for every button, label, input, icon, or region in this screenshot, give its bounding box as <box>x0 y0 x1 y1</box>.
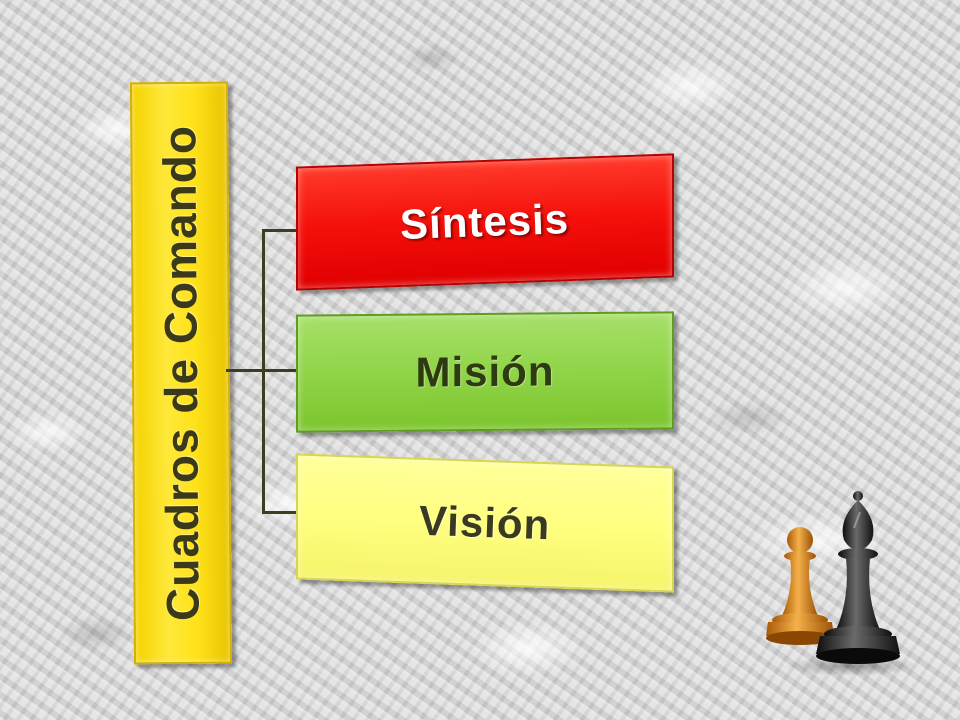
chess-pieces-illustration <box>752 488 922 678</box>
connector-root-stub <box>226 369 264 372</box>
chess-bishop-icon <box>816 491 900 664</box>
connector-to-sintesis <box>262 229 296 232</box>
connector-to-vision <box>262 511 296 514</box>
root-node-cuadros-de-comando: Cuadros de Comando <box>129 81 233 665</box>
branch-label-vision: Visión <box>418 496 552 549</box>
branch-label-sintesis: Síntesis <box>399 195 571 248</box>
branch-node-mision: Misión <box>296 311 674 433</box>
connector-to-mision <box>262 369 296 372</box>
branch-node-vision: Visión <box>296 453 674 593</box>
branch-label-mision: Misión <box>415 347 555 396</box>
branch-node-sintesis: Síntesis <box>296 153 674 291</box>
root-node-label: Cuadros de Comando <box>153 124 209 622</box>
chess-pawn-icon <box>766 527 834 645</box>
